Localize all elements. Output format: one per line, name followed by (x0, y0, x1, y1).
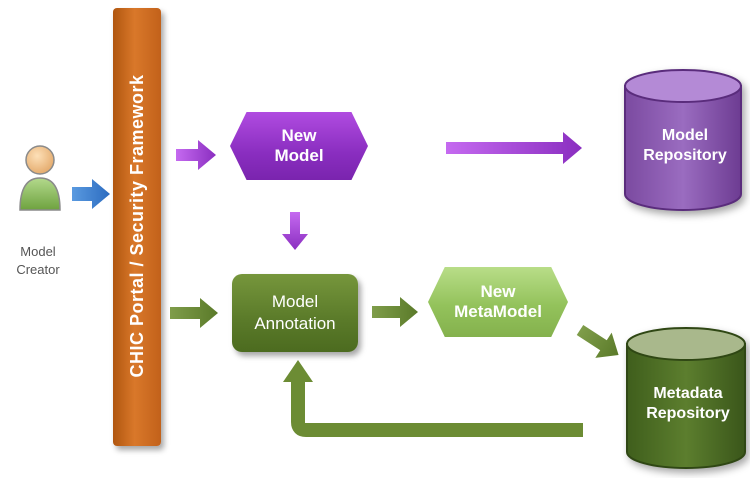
model-annotation-label: Model Annotation (254, 292, 336, 333)
arrow-metadata-feedback-head (283, 360, 313, 382)
model-annotation-node: Model Annotation (232, 274, 358, 352)
arrow-new-model-to-annotation (282, 212, 308, 250)
metadata-repository-cylinder (626, 327, 746, 469)
arrow-creator-to-portal (72, 179, 110, 209)
arrow-annotation-to-new-metamodel (372, 297, 418, 327)
new-metamodel-node: New MetaModel (428, 267, 568, 337)
model-repository-label: Model Repository (643, 127, 727, 164)
portal-bar (113, 8, 161, 446)
new-model-label: New Model (274, 126, 324, 165)
arrow-portal-to-new-model (176, 140, 216, 170)
arrow-new-metamodel-to-metadata (576, 324, 619, 358)
new-metamodel-label: New MetaModel (454, 282, 542, 321)
model-repository-cylinder (624, 69, 742, 211)
arrow-new-model-to-repository (446, 132, 582, 164)
metadata-repository-label: Metadata Repository (646, 385, 730, 422)
arrow-metadata-feedback (291, 380, 583, 437)
new-model-node: New Model (230, 112, 368, 180)
portal-label: CHIC Portal / Security Framework (127, 74, 147, 378)
user-icon (19, 145, 61, 211)
actor-label: Model Creator (16, 244, 60, 277)
arrow-portal-to-annotation (170, 298, 218, 328)
